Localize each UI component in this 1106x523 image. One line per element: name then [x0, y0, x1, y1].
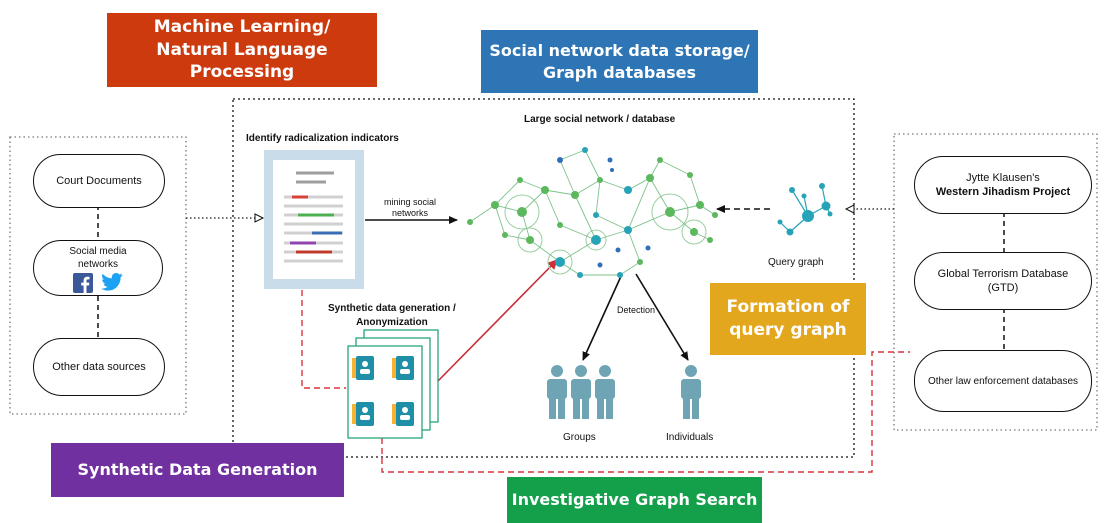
mining-line2: networks — [392, 208, 429, 219]
storage-line2: Graph databases — [542, 62, 697, 82]
jytte-line2: Western Jihadism Project — [935, 186, 1071, 198]
contact-card-icon — [347, 329, 439, 439]
social-media-node: Social media networks — [33, 240, 163, 296]
network-graph — [467, 147, 718, 278]
query-graph-icon — [777, 183, 833, 236]
gtd-node: Global Terrorism Database (GTD) — [914, 252, 1092, 310]
person-icon — [571, 365, 591, 419]
facebook-icon — [73, 273, 93, 293]
jytte-line1: Jytte Klausen's — [966, 171, 1040, 184]
synthetic-banner: Synthetic Data Generation — [51, 443, 344, 497]
groups-label: Groups — [563, 432, 596, 443]
person-icon — [681, 365, 701, 419]
query-formation-line2: query graph — [729, 320, 847, 340]
document-icon — [264, 150, 364, 289]
query-graph-label: Query graph — [768, 257, 824, 268]
left-sources-container — [9, 136, 187, 415]
court-documents-node: Court Documents — [33, 154, 165, 208]
gtd-line2: (GTD) — [987, 282, 1019, 294]
storage-banner: Social network data storage/ Graph datab… — [481, 30, 758, 93]
ml-nlp-line2: Natural Language Processing — [156, 39, 328, 83]
query-formation-line1: Formation of — [726, 297, 850, 318]
detection-label: Detection — [617, 305, 656, 315]
jytte-klausen-node: Jytte Klausen's Western Jihadism Project — [914, 156, 1092, 214]
individuals-label: Individuals — [666, 432, 714, 443]
gtd-line1: Global Terrorism Database — [937, 267, 1069, 280]
right-sources-container — [893, 133, 1098, 431]
storage-line1: Social network data storage/ — [489, 40, 750, 60]
ml-nlp-banner: Machine Learning/ Natural Language Proce… — [107, 13, 377, 87]
person-icon — [595, 365, 615, 419]
synthetic-generation-line1: Synthetic data generation / — [328, 303, 456, 314]
social-media-line2: networks — [77, 259, 118, 270]
center-container — [232, 98, 855, 458]
social-media-line1: Social media — [69, 246, 127, 257]
query-formation-banner: Formation of query graph — [710, 283, 866, 355]
large-network-label: Large social network / database — [524, 114, 676, 125]
identify-indicators-label: Identify radicalization indicators — [246, 133, 399, 144]
investigative-banner: Investigative Graph Search — [507, 477, 762, 523]
other-data-sources-node: Other data sources — [33, 338, 165, 396]
twitter-icon — [101, 273, 123, 291]
ml-nlp-line1: Machine Learning/ — [153, 16, 331, 37]
law-enforcement-node: Other law enforcement databases — [914, 350, 1092, 412]
mining-label: mining social networks — [384, 197, 436, 220]
synthetic-generation-line2: Anonymization — [356, 317, 428, 328]
mining-line1: mining social — [384, 197, 437, 207]
synthetic-generation-label: Synthetic data generation / Anonymizatio… — [328, 302, 456, 330]
person-icon — [547, 365, 567, 419]
